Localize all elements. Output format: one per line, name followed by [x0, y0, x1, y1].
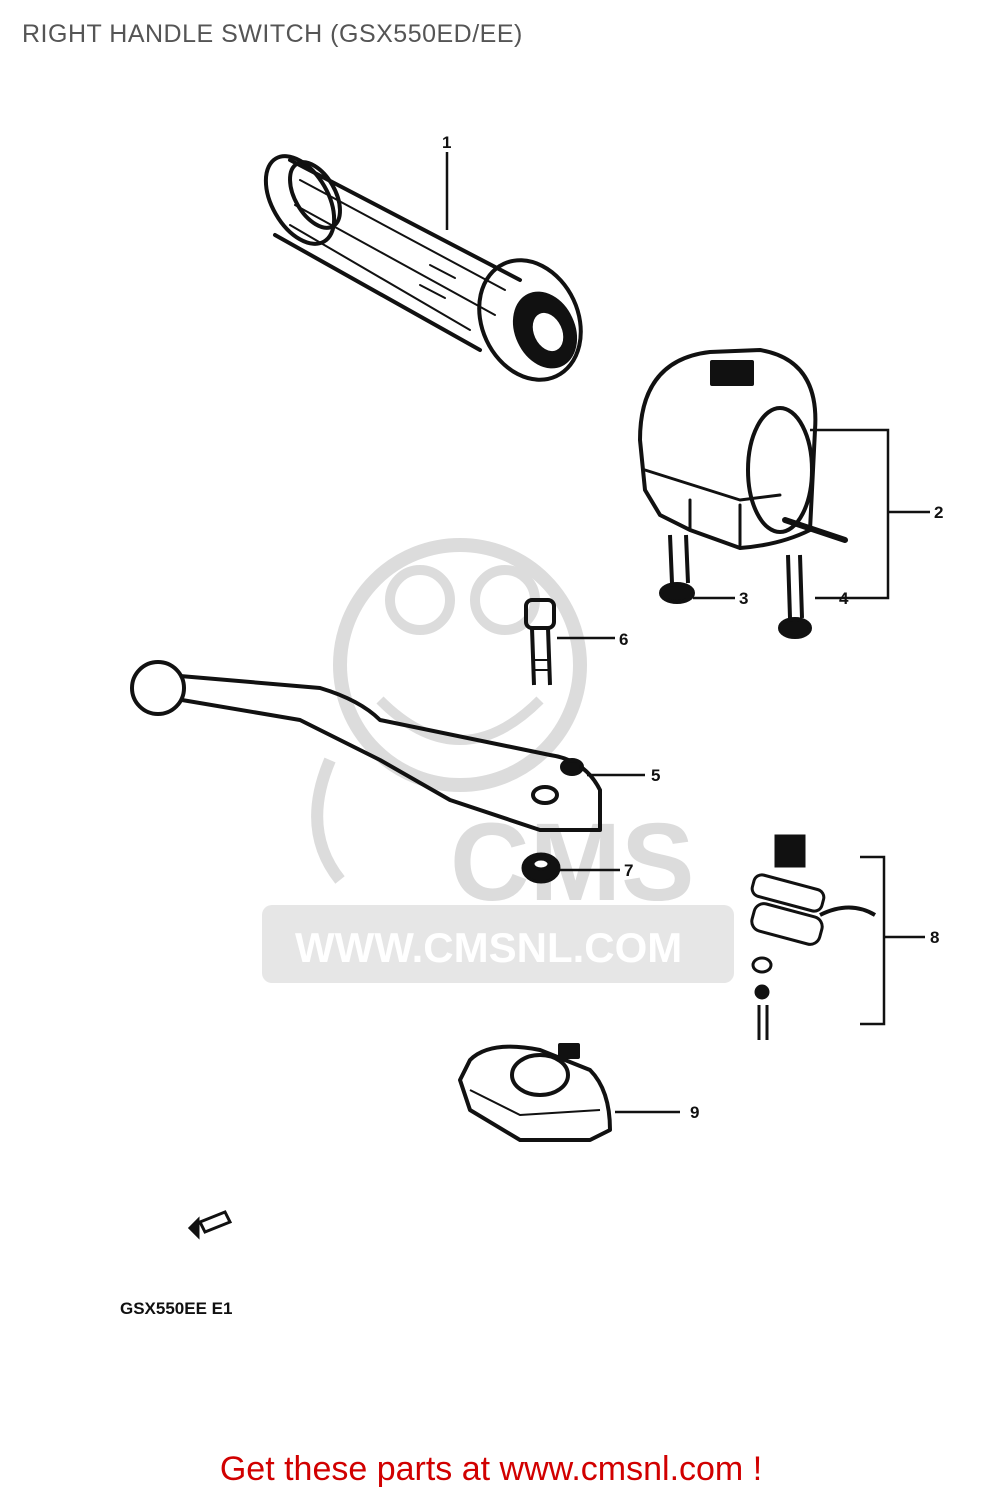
watermark-mascot-head	[333, 538, 587, 792]
part-8-stop-switch-set	[750, 834, 877, 1040]
part-9-switch-cover	[458, 1043, 612, 1142]
callout-8: 8	[930, 928, 939, 947]
part-1-throttle-grip	[263, 154, 583, 382]
footer-link-text: Get these parts at www.cmsnl.com !	[219, 1450, 763, 1488]
callout-2: 2	[934, 503, 943, 522]
callout-5: 5	[651, 766, 660, 785]
watermark-url: WWW.CMSNL.COM	[295, 924, 682, 971]
part-2-switch-housing	[638, 348, 848, 550]
callout-6: 6	[619, 630, 628, 649]
watermark-logo: CMS	[450, 801, 694, 924]
part-5-brake-lever	[130, 660, 602, 832]
part-3-screw	[659, 534, 695, 604]
watermark-url-banner	[262, 905, 734, 983]
callout-4: 4	[839, 589, 849, 608]
callout-1: 1	[442, 133, 451, 152]
callout-9: 9	[690, 1103, 699, 1122]
part-6-pivot-bolt	[524, 598, 556, 686]
callout-3: 3	[739, 589, 748, 608]
leader-lines	[445, 152, 930, 1114]
callout-7: 7	[624, 861, 633, 880]
part-4-screw	[778, 554, 812, 639]
part-7-nut	[521, 852, 561, 884]
model-code: GSX550EE E1	[120, 1299, 232, 1318]
front-direction-arrow	[187, 1210, 233, 1240]
page-title: RIGHT HANDLE SWITCH (GSX550ED/EE)	[22, 20, 523, 48]
cms-watermark: CMS WWW.CMSNL.COM	[262, 538, 734, 983]
